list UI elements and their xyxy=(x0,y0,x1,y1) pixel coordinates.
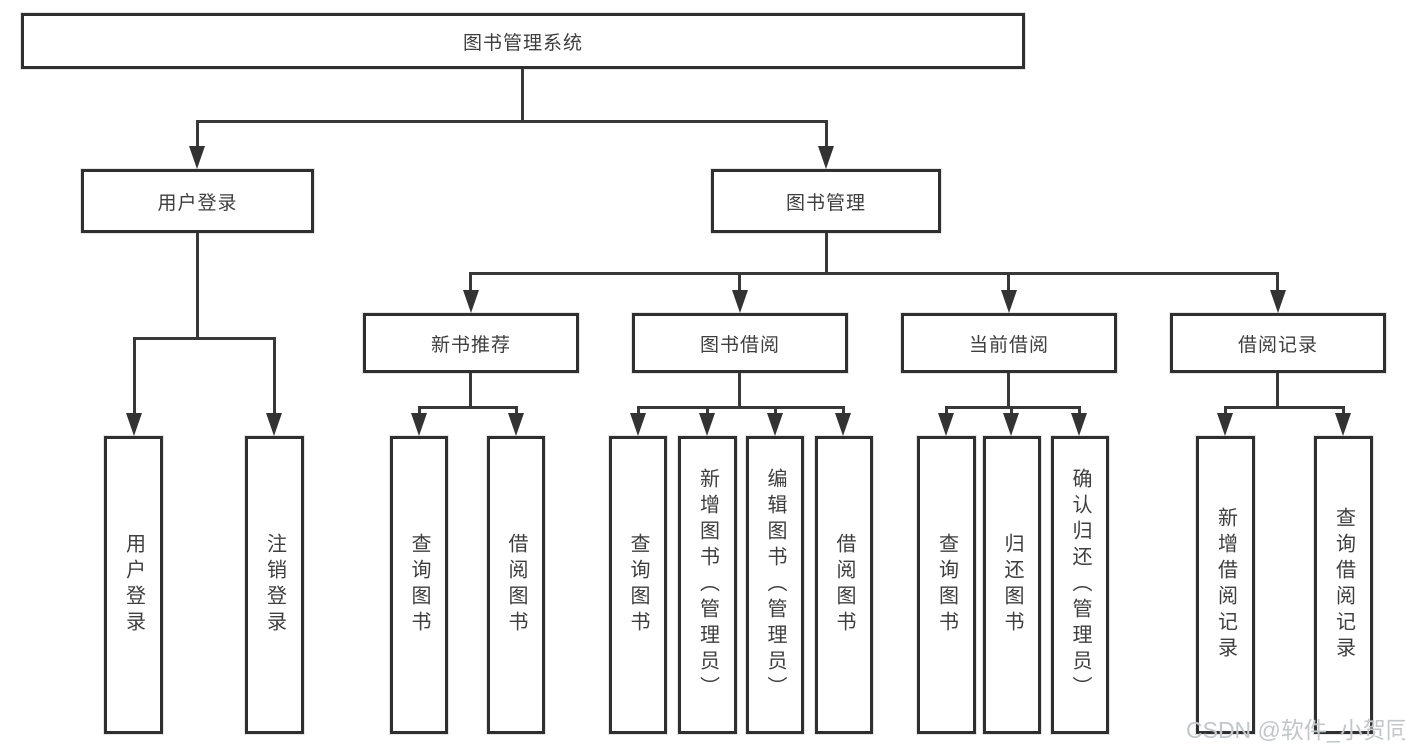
leaf-query-borrow-record: 查询借阅记录 xyxy=(1314,436,1373,734)
leaf-logout-login: 注销登录 xyxy=(245,436,304,734)
connector-line xyxy=(196,233,199,340)
connector-line xyxy=(418,406,421,415)
connector-line xyxy=(1007,272,1010,292)
connector-line xyxy=(469,373,472,409)
arrowhead-down xyxy=(1001,290,1017,313)
leaf-query-book-current: 查询图书 xyxy=(917,436,976,734)
connector-line xyxy=(469,272,1279,275)
connector-line xyxy=(196,120,199,149)
node-book-borrow: 图书借阅 xyxy=(632,313,848,373)
connector-line xyxy=(196,120,828,123)
connector-line xyxy=(825,233,828,275)
connector-line xyxy=(738,373,741,409)
node-new-book-recommend: 新书推荐 xyxy=(363,313,579,373)
arrowhead-down xyxy=(938,413,954,436)
leaf-user-login: 用户登录 xyxy=(104,436,163,734)
connector-line xyxy=(1224,406,1344,409)
node-book-management: 图书管理 xyxy=(711,169,941,233)
connector-line xyxy=(706,406,709,415)
arrowhead-down xyxy=(126,413,142,436)
arrowhead-down xyxy=(1335,413,1351,436)
arrowhead-down xyxy=(835,413,851,436)
connector-line xyxy=(842,406,845,415)
connector-line xyxy=(945,406,948,415)
connector-line xyxy=(1078,406,1081,415)
connector-line xyxy=(521,69,524,123)
arrowhead-down xyxy=(189,146,205,169)
connector-line xyxy=(825,120,828,149)
connector-line xyxy=(738,272,741,292)
arrowhead-down xyxy=(699,413,715,436)
arrowhead-down xyxy=(1003,413,1019,436)
connector-line xyxy=(418,406,518,409)
connector-line xyxy=(1010,406,1013,415)
leaf-query-book-recommend: 查询图书 xyxy=(390,436,448,734)
connector-line xyxy=(637,406,640,415)
arrowhead-down xyxy=(463,290,479,313)
leaf-confirm-return-admin: 确认归还（管理员） xyxy=(1051,436,1109,734)
leaf-add-book-admin: 新增图书（管理员） xyxy=(678,436,737,734)
leaf-borrow-book-recommend: 借阅图书 xyxy=(487,436,545,734)
arrowhead-down xyxy=(266,413,282,436)
arrowhead-down xyxy=(818,146,834,169)
connector-line xyxy=(1276,272,1279,292)
node-root: 图书管理系统 xyxy=(21,13,1025,69)
connector-line xyxy=(133,337,276,340)
arrowhead-down xyxy=(732,290,748,313)
leaf-borrow-book-borrow: 借阅图书 xyxy=(815,436,873,734)
connector-line xyxy=(1276,373,1279,409)
leaf-edit-book-admin: 编辑图书（管理员） xyxy=(746,436,804,734)
connector-line xyxy=(133,337,136,414)
connector-line xyxy=(774,406,777,415)
leaf-add-borrow-record: 新增借阅记录 xyxy=(1196,436,1255,734)
connector-line xyxy=(1342,406,1345,415)
node-borrow-record: 借阅记录 xyxy=(1170,313,1386,373)
leaf-query-book-borrow: 查询图书 xyxy=(609,436,667,734)
arrowhead-down xyxy=(630,413,646,436)
arrowhead-down xyxy=(767,413,783,436)
connector-line xyxy=(1224,406,1227,415)
node-user-login: 用户登录 xyxy=(81,169,314,233)
arrowhead-down xyxy=(508,413,524,436)
connector-line xyxy=(273,337,276,414)
arrowhead-down xyxy=(1217,413,1233,436)
arrowhead-down xyxy=(411,413,427,436)
arrowhead-down xyxy=(1071,413,1087,436)
node-current-borrow: 当前借阅 xyxy=(901,313,1117,373)
connector-line xyxy=(637,406,845,409)
connector-line xyxy=(1007,373,1010,409)
connector-line xyxy=(945,406,1081,409)
leaf-return-book: 归还图书 xyxy=(983,436,1041,734)
arrowhead-down xyxy=(1270,290,1286,313)
csdn-watermark: CSDN @软件_小贺同学 xyxy=(1186,717,1405,743)
connector-line xyxy=(469,272,472,292)
connector-line xyxy=(515,406,518,415)
